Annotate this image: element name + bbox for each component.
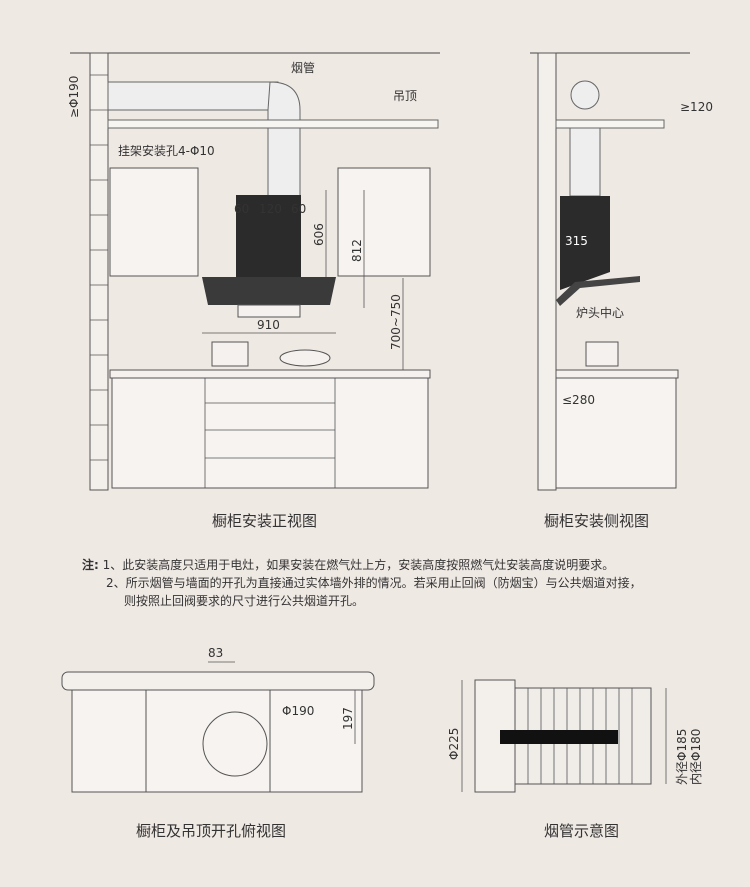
side-duct [569,127,601,197]
note-1: 1、此安装高度只适用于电灶，如果安装在燃气灶上方，安装高度按照燃气灶安装高度说明… [102,558,615,572]
top-opening-area [145,689,271,793]
dim-197: 197 [341,707,355,730]
wall [89,52,109,491]
upper-cabinet-right [337,167,431,277]
dim-812: 812 [350,239,364,262]
inner-diameter: 内径Φ180 [689,729,703,785]
duct-section [570,80,600,110]
dim-910: 910 [257,318,280,332]
side-view-caption: 橱柜安装侧视图 [544,512,649,530]
duct-horizontal [107,81,279,111]
countertop [109,369,431,379]
burner-center-label: 炉头中心 [576,305,624,320]
dim-225: Φ225 [447,728,461,760]
duct-bar [500,730,618,744]
dim-606: 606 [312,223,326,246]
dim-315: 315 [565,234,588,248]
bracket-holes-label: 挂架安装孔4-Φ10 [118,143,215,158]
top-view: 83 Φ190 197 橱柜及吊顶开孔俯视图 [61,646,375,840]
pan [279,349,331,367]
note-3: 则按照止回阀要求的尺寸进行公共烟道开孔。 [124,594,365,608]
dim-phi190: Φ190 [282,704,314,718]
top-wall [61,671,375,691]
dim-60-right: 60 [291,202,306,216]
side-pot [585,341,619,367]
side-countertop [555,369,679,379]
side-hood [560,196,610,290]
hood-panel [237,304,301,318]
dim-120-side: ≥120 [680,100,713,114]
ceiling-label: 吊顶 [393,89,417,103]
dim-60-left: 60 [234,202,249,216]
side-ceiling [555,119,665,129]
dim-700-750: 700~750 [389,294,403,350]
side-hood-glass [556,276,640,306]
pot [211,341,249,367]
hood-canopy [202,277,336,305]
ceiling [107,119,439,129]
hood-body [236,195,301,277]
front-view-caption: 橱柜安装正视图 [212,512,317,530]
front-view: 烟管 吊顶 ≥Φ190 挂架安装孔4-Φ10 60 120 60 606 812… [67,52,440,530]
side-view: ≥120 315 炉头中心 ≤280 橱柜安装侧视图 [530,52,713,530]
top-view-caption: 橱柜及吊顶开孔俯视图 [136,822,286,840]
dim-83: 83 [208,646,223,660]
side-wall [537,52,557,491]
duct-label: 烟管 [291,60,315,75]
outer-diameter: 外径Φ185 [675,729,689,785]
duct-view-caption: 烟管示意图 [544,822,619,840]
side-base-cabinet [555,377,677,489]
top-hole [202,711,268,777]
note-2: 2、所示烟管与墙面的开孔为直接通过实体墙外排的情况。若采用止回阀（防烟宝）与公共… [106,576,642,590]
duct-vertical [267,81,301,201]
notes-prefix: 注: [82,558,99,572]
duct-height-dim: ≥Φ190 [67,76,81,118]
base-cabinet [111,377,429,489]
dim-120: 120 [259,202,282,216]
dim-280: ≤280 [562,393,595,407]
notes: 注: 1、此安装高度只适用于电灶，如果安装在燃气灶上方，安装高度按照燃气灶安装高… [82,556,642,610]
duct-view: Φ225 外径Φ185 内径Φ180 烟管示意图 [447,679,703,840]
upper-cabinet-left [109,167,199,277]
